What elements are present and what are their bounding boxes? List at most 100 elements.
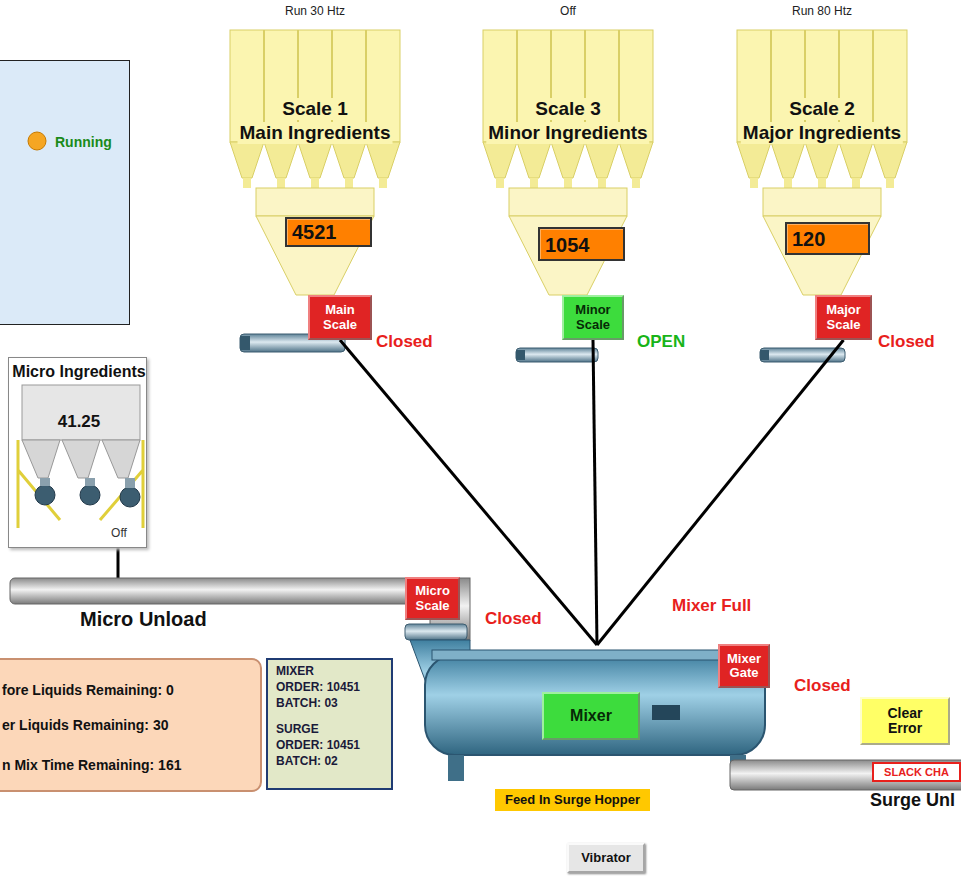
node-text: Off xyxy=(560,4,576,18)
clear-error-button: Clear Error xyxy=(860,697,950,745)
slide-gates xyxy=(516,350,525,360)
scale-display: 1054 xyxy=(538,227,625,261)
node-text: Minor Scale xyxy=(564,303,622,332)
gate-button: Major Scale xyxy=(815,295,872,340)
micro-unload-pipe xyxy=(10,548,470,640)
micro-bins xyxy=(22,385,140,440)
scale-display: 120 xyxy=(785,222,870,255)
scale-1-silo xyxy=(230,30,400,295)
slide-gates xyxy=(760,350,769,360)
gate-button: Main Scale xyxy=(308,295,372,340)
surge-unload-pipe xyxy=(730,760,961,790)
node-text: Scale 2 xyxy=(787,98,857,120)
node-text: Off xyxy=(111,526,127,540)
mixer-body xyxy=(448,755,464,781)
mixer-body xyxy=(432,650,758,660)
node-text: Major Scale xyxy=(817,303,870,332)
gate-button: Mixer Gate xyxy=(718,644,770,688)
scale-3-silo xyxy=(483,30,653,295)
silos xyxy=(230,30,907,295)
scale-hopper: Run 80 HtzScale 2Major Ingredients120 xyxy=(737,30,907,295)
micro-bins xyxy=(120,487,140,507)
node-text: SURGE xyxy=(276,722,319,736)
node-text: Main Ingredients xyxy=(238,122,393,144)
node-text: ORDER: 10451 xyxy=(276,738,360,752)
micro-bins xyxy=(35,485,55,505)
micro-unload-pipe xyxy=(10,578,430,604)
node-text: Micro Scale xyxy=(407,584,458,613)
node-text: MIXER xyxy=(276,664,314,678)
micro-bins xyxy=(125,478,135,488)
micro-unload-pipe xyxy=(405,624,467,640)
micro-unload-pipe xyxy=(117,548,120,578)
mixer-body xyxy=(652,705,680,720)
node-text: BATCH: 02 xyxy=(276,754,338,768)
mixer-body xyxy=(410,640,765,781)
micro-bins xyxy=(8,357,147,548)
liquids-panel: fore Liquids Remaining: 0 er Liquids Rema… xyxy=(0,658,262,792)
surge-unload-pipe xyxy=(730,760,961,790)
feed-line xyxy=(340,340,597,645)
slide-gates xyxy=(516,348,598,362)
feed-line xyxy=(593,340,597,645)
micro-bins xyxy=(8,357,147,548)
node-text: n Mix Time Remaining: 161 xyxy=(2,757,181,773)
status-panel xyxy=(0,60,130,325)
micro-bins xyxy=(62,440,100,478)
status-label: Micro Unload xyxy=(80,608,207,631)
micro-bins xyxy=(22,440,60,478)
mixer: Mixer FullMixer GateMixer xyxy=(405,645,770,770)
node-text: Mixer xyxy=(570,707,612,725)
micro-bins xyxy=(85,478,95,486)
node-text: 41.25 xyxy=(56,412,103,432)
gate-button: Minor Scale xyxy=(562,295,624,340)
node-text: Vibrator xyxy=(581,851,631,865)
scale-2-silo xyxy=(737,30,907,295)
order-info-box: MIXERORDER: 10451BATCH: 03SURGEORDER: 10… xyxy=(266,658,393,790)
node-text: BATCH: 03 xyxy=(276,696,338,710)
status-panel xyxy=(0,60,130,325)
node-text: er Liquids Remaining: 30 xyxy=(2,717,168,733)
micro-bins xyxy=(18,440,143,528)
status-panel: Running xyxy=(0,60,130,325)
gate-button: Micro Scale xyxy=(405,577,460,620)
node-text: Main Scale xyxy=(310,303,370,332)
slide-gates xyxy=(240,336,250,350)
node-text: ORDER: 10451 xyxy=(276,680,360,694)
scale-hopper: Run 30 HtzScale 1Main Ingredients4521 xyxy=(230,30,400,295)
feed-line xyxy=(597,340,844,645)
status-label: Surge Unl xyxy=(870,790,955,811)
node-text: Major Ingredients xyxy=(741,122,903,144)
node-text: 4521 xyxy=(292,221,337,244)
status-label: Closed xyxy=(794,676,851,696)
status-label: Closed xyxy=(376,332,433,352)
node-text: Run 80 Htz xyxy=(792,4,852,18)
node-text: Feed In Surge Hopper xyxy=(505,793,640,807)
alarm-box: SLACK CHA xyxy=(872,762,961,782)
status-panel xyxy=(28,132,46,150)
node-text: 120 xyxy=(792,228,825,251)
micro-bins xyxy=(102,440,140,478)
status-label: Closed xyxy=(878,332,935,352)
scale-hopper: OffScale 3Minor Ingredients1054 xyxy=(483,30,653,295)
status-label: Closed xyxy=(485,609,542,629)
node-text: Scale 3 xyxy=(533,98,603,120)
node-text: fore Liquids Remaining: 0 xyxy=(2,682,174,698)
mixer-button: Mixer xyxy=(542,692,640,740)
vibrator-button: Vibrator xyxy=(567,843,645,873)
node-text: Minor Ingredients xyxy=(486,122,649,144)
micro-bins xyxy=(40,478,50,486)
status-label: OPEN xyxy=(637,332,685,352)
node-text: Mixer Full xyxy=(672,596,751,616)
node-text: Clear Error xyxy=(876,706,934,737)
scale-display: 4521 xyxy=(285,217,372,247)
micro-bins xyxy=(80,485,100,505)
node-text: Running xyxy=(55,134,112,150)
node-text: SLACK CHA xyxy=(884,766,949,778)
edge-group xyxy=(340,340,844,645)
node-text: Micro Ingredients xyxy=(12,363,145,381)
status-banner: Feed In Surge Hopper xyxy=(495,789,650,811)
node-text: Run 30 Htz xyxy=(285,4,345,18)
node-text: Mixer Gate xyxy=(720,652,768,681)
